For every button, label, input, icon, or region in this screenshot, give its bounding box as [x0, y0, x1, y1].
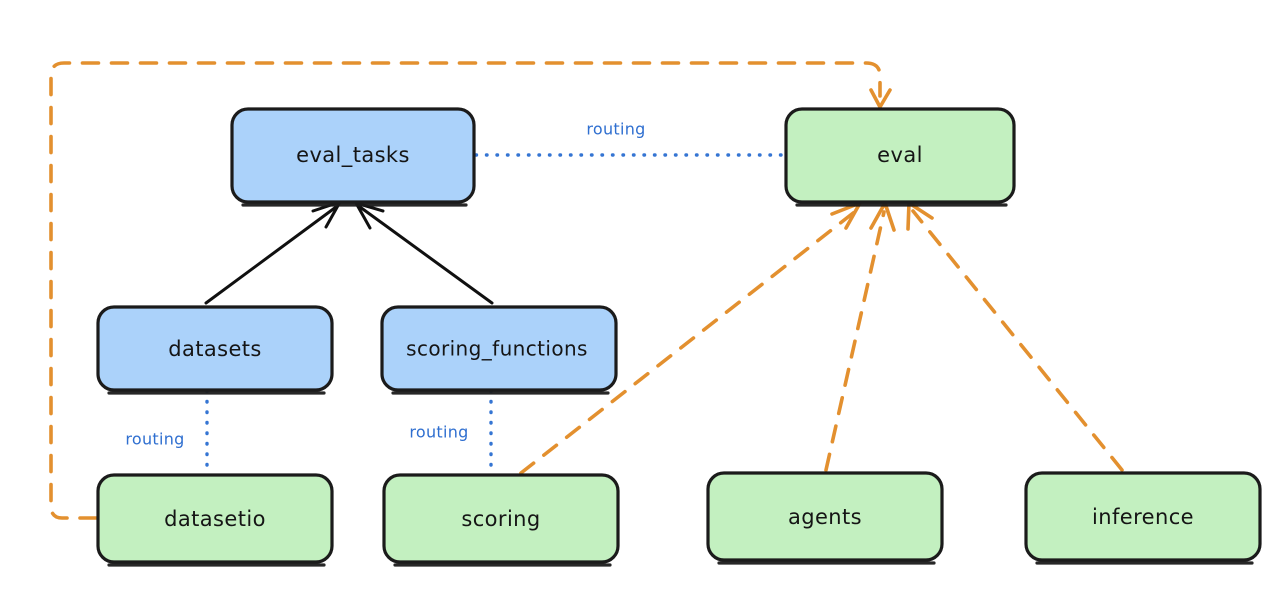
node-scoring-functions-label: scoring_functions [406, 337, 588, 361]
node-eval-tasks[interactable]: eval_tasks [230, 107, 476, 207]
node-inference-box[interactable] [1024, 471, 1262, 562]
node-agents[interactable]: agents [706, 471, 944, 565]
edge-inference-eval-arrowhead [906, 201, 934, 231]
edge-label-routing-scoring-functions: routing [409, 423, 468, 442]
node-datasets-label: datasets [168, 337, 262, 361]
edge-datasetio-eval-arrowhead [869, 88, 892, 109]
edge-datasets-eval-tasks[interactable] [204, 205, 338, 305]
edge-group-solid [204, 200, 494, 305]
edge-group-routing [205, 153, 786, 476]
node-eval-tasks-box[interactable] [230, 107, 476, 204]
node-eval-box[interactable] [784, 107, 1016, 204]
node-agents-label: agents [788, 505, 862, 529]
edge-label-routing-datasets: routing [125, 430, 184, 449]
node-datasets-box[interactable] [96, 305, 334, 392]
node-scoring-box[interactable] [382, 473, 620, 564]
edge-label-routing-eval-tasks: routing [586, 120, 645, 139]
node-inference[interactable]: inference [1024, 471, 1262, 565]
node-eval-label: eval [877, 143, 923, 167]
edge-scoring-eval-arrowhead [830, 201, 862, 230]
node-datasetio[interactable]: datasetio [96, 473, 334, 567]
node-agents-box[interactable] [706, 471, 944, 562]
node-scoring-label: scoring [461, 507, 540, 531]
node-inference-label: inference [1092, 505, 1194, 529]
node-scoring-functions[interactable]: scoring_functions [380, 305, 618, 395]
edge-group-dependencies [49, 61, 1124, 520]
node-datasetio-box[interactable] [96, 473, 334, 564]
edge-inference-eval[interactable] [911, 209, 1124, 472]
node-datasets[interactable]: datasets [96, 305, 334, 395]
node-datasetio-label: datasetio [164, 507, 266, 531]
node-eval-tasks-label: eval_tasks [296, 143, 410, 168]
node-eval[interactable]: eval [784, 107, 1016, 207]
edge-scoring-eval[interactable] [519, 208, 859, 475]
edge-scoring-functions-eval-tasks[interactable] [358, 205, 494, 305]
edge-datasetio-eval[interactable] [49, 61, 882, 520]
edge-agents-eval[interactable] [824, 210, 886, 472]
node-scoring[interactable]: scoring [382, 473, 620, 567]
node-scoring-functions-box[interactable] [380, 305, 618, 392]
